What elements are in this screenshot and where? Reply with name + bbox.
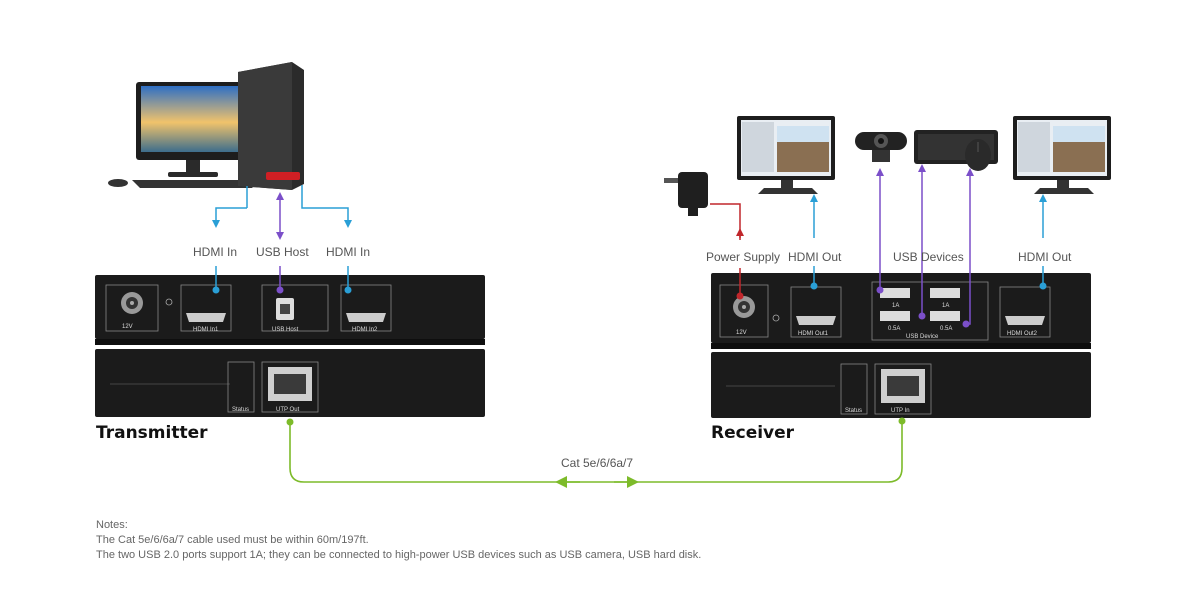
notes-block: Notes: The Cat 5e/6/6a/7 cable used must… <box>96 518 701 563</box>
rx-hdmi-out2-port <box>999 286 1051 338</box>
tx-hdmi-in-label-left: HDMI In <box>193 245 238 259</box>
rx-hdmi-out-label-left: HDMI Out <box>788 250 842 264</box>
webcam-icon <box>855 132 907 162</box>
rx-usb-05a-label-right: 0.5A <box>940 326 952 332</box>
tx-status-led <box>227 361 255 413</box>
tx-hdmi-in1-port <box>180 284 232 332</box>
tx-usb-host-caption: USB Host <box>256 245 309 259</box>
rx-monitor-left-icon <box>737 116 835 194</box>
tx-connections <box>212 185 352 294</box>
receiver-unit: 12V HDMI Out1 1A 1A 0.5A 0.5A USB Device… <box>711 273 1091 418</box>
rx-usb-device-ports <box>871 281 989 341</box>
notes-heading: Notes: <box>96 519 128 531</box>
tx-hdmi-in2-label: HDMI In2 <box>352 327 378 333</box>
transmitter-unit: 12V HDMI In1 USB Host HDMI In2 Status UT… <box>95 275 485 417</box>
rx-usb-1a-label-right: 1A <box>942 303 949 309</box>
rx-hdmi-out2-label: HDMI Out2 <box>1007 331 1038 337</box>
rx-usb-05a-label-left: 0.5A <box>888 326 900 332</box>
rx-connections <box>710 164 1047 328</box>
rx-power-label: 12V <box>736 330 747 336</box>
tx-utp-out-label: UTP Out <box>276 407 300 413</box>
rx-usb-devices-caption: USB Devices <box>893 250 964 264</box>
rx-power-port <box>719 284 769 338</box>
tx-utp-out-port <box>261 361 319 413</box>
desktop-pc-icon <box>108 62 304 190</box>
transmitter-title: Transmitter <box>96 423 208 443</box>
tx-hdmi-in-label-right: HDMI In <box>326 245 371 259</box>
power-button-icon <box>165 298 173 306</box>
cable-label: Cat 5e/6/6a/7 <box>561 456 634 470</box>
rx-usb-1a-label-left: 1A <box>892 303 899 309</box>
notes-line-2: The two USB 2.0 ports support 1A; they c… <box>96 549 702 561</box>
tx-power-label: 12V <box>122 324 133 330</box>
rx-utp-in-label: UTP In <box>891 408 910 414</box>
tx-usb-host-label: USB Host <box>272 327 299 333</box>
rx-usb-port-05a-left <box>880 311 910 321</box>
rx-status-led <box>840 363 868 415</box>
tx-status-label: Status <box>232 407 249 413</box>
rx-monitor-right-icon <box>1013 116 1111 194</box>
rx-power-supply-caption: Power Supply <box>706 250 781 264</box>
rx-status-label: Status <box>845 408 862 414</box>
tx-hdmi-in1-label: HDMI In1 <box>193 327 219 333</box>
rx-hdmi-out1-label: HDMI Out1 <box>798 331 829 337</box>
rx-usb-port-1a-right <box>930 288 960 298</box>
notes-line-1: The Cat 5e/6/6a/7 cable used must be wit… <box>96 534 369 546</box>
rx-usb-port-05a-right <box>930 311 960 321</box>
rx-utp-in-port <box>874 363 932 415</box>
tx-power-port <box>105 284 159 332</box>
rx-power-button-icon <box>772 314 780 322</box>
receiver-title: Receiver <box>711 423 795 443</box>
rx-usb-port-1a-left <box>880 288 910 298</box>
rx-hdmi-out-label-right: HDMI Out <box>1018 250 1072 264</box>
tx-usb-host-port <box>261 284 329 332</box>
rx-usb-device-label: USB Device <box>906 334 939 340</box>
power-adapter-icon <box>664 172 708 216</box>
tx-hdmi-in2-port <box>340 284 392 332</box>
cat-cable <box>286 417 906 488</box>
mouse-icon <box>965 139 991 171</box>
